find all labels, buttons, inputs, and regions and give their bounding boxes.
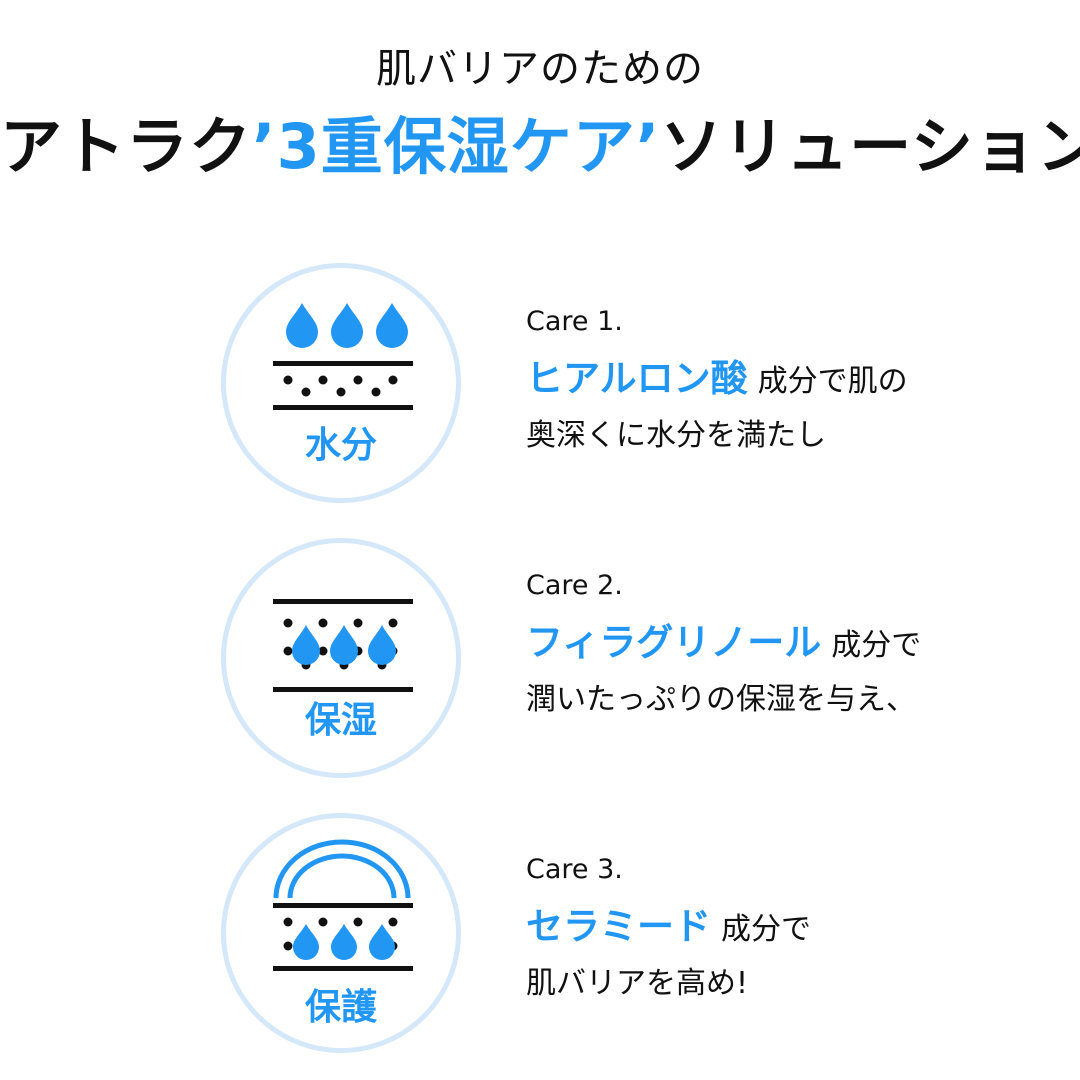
water-drops-above-layer-icon: [273, 303, 413, 410]
dot: [388, 618, 398, 628]
care-1-line2: 奥深くに水分を満たし: [526, 418, 826, 453]
care-3-line1-rest: 成分で: [721, 912, 811, 947]
care-1-text: Care 1. ヒアルロン酸成分で肌の 奥深くに水分を満たし: [526, 306, 1046, 458]
care-2-icon-circle: 保湿: [221, 538, 461, 778]
dot: [318, 917, 328, 927]
care-3-line1: セラミード成分で: [526, 905, 1046, 952]
page-title: アトラク’3重保湿ケア’ソリューション: [0, 96, 1080, 186]
drop-icon: [286, 303, 318, 348]
dot: [353, 375, 363, 385]
care-2-text: Care 2. フィラグリノール成分で 潤いたっぷりの保湿を与え、: [526, 570, 1046, 722]
dot: [283, 375, 293, 385]
drop-icon: [292, 625, 320, 665]
barrier-arc-inner: [287, 853, 397, 899]
care-3-icon-label: 保護: [304, 987, 377, 1028]
dot: [388, 917, 398, 927]
drop-icon: [330, 625, 358, 665]
care-3-text: Care 3. セラミード成分で 肌バリアを高め!: [526, 854, 1046, 1006]
care-1-number: Care 1.: [526, 306, 623, 337]
care-2-line1: フィラグリノール成分で: [526, 621, 1046, 668]
dot: [318, 646, 328, 656]
care-2-line1-rest: 成分で: [831, 628, 922, 663]
subtitle: 肌バリアのための: [376, 46, 704, 92]
dot: [318, 618, 328, 628]
care-1-icon-circle: 水分: [221, 263, 461, 503]
care-1-line1: ヒアルロン酸成分で肌の: [526, 357, 1046, 404]
title-accent: ’3重保湿ケア’: [252, 110, 661, 183]
drop-icon: [331, 303, 363, 348]
dot: [318, 375, 328, 385]
dot: [283, 917, 293, 927]
layer-line-top: [273, 599, 413, 604]
layer-line-bottom: [273, 687, 413, 692]
dot: [388, 375, 398, 385]
care-1-ingredient: ヒアルロン酸: [526, 357, 748, 400]
title-pre: アトラク: [0, 110, 253, 183]
dot: [371, 387, 381, 397]
care-1-icon-label: 水分: [304, 425, 377, 466]
care-3-ingredient: セラミード: [526, 905, 711, 948]
care-2-number: Care 2.: [526, 570, 623, 601]
dot: [301, 387, 311, 397]
layer-line-bottom: [273, 405, 413, 410]
dot: [283, 646, 293, 656]
care-1-line1-rest: 成分で肌の: [757, 364, 908, 399]
dot: [353, 618, 363, 628]
barrier-arc-outer: [273, 839, 411, 899]
dot: [336, 387, 346, 397]
care-2-line2: 潤いたっぷりの保湿を与え、: [526, 682, 916, 717]
care-2-icon-label: 保湿: [304, 700, 377, 741]
care-3-number: Care 3.: [526, 854, 623, 885]
care-3-icon-circle: 保護: [221, 813, 461, 1053]
drop-icon: [376, 303, 408, 348]
layer-line-top: [273, 361, 413, 366]
drop-icon: [368, 625, 396, 665]
drop-icon: [331, 924, 357, 960]
dot: [353, 917, 363, 927]
drop-icon: [293, 924, 319, 960]
barrier-shield-layer-icon: [273, 839, 413, 971]
layer-line-bottom: [273, 966, 413, 971]
layer-line-top: [273, 903, 413, 908]
dot: [283, 618, 293, 628]
care-2-ingredient: フィラグリノール: [526, 621, 822, 664]
title-post: ソリューション: [660, 110, 1080, 183]
care-3-line2: 肌バリアを高め!: [526, 966, 749, 1001]
dot: [283, 941, 293, 951]
water-drops-inside-layer-icon: [273, 599, 413, 692]
drop-icon: [369, 924, 395, 960]
